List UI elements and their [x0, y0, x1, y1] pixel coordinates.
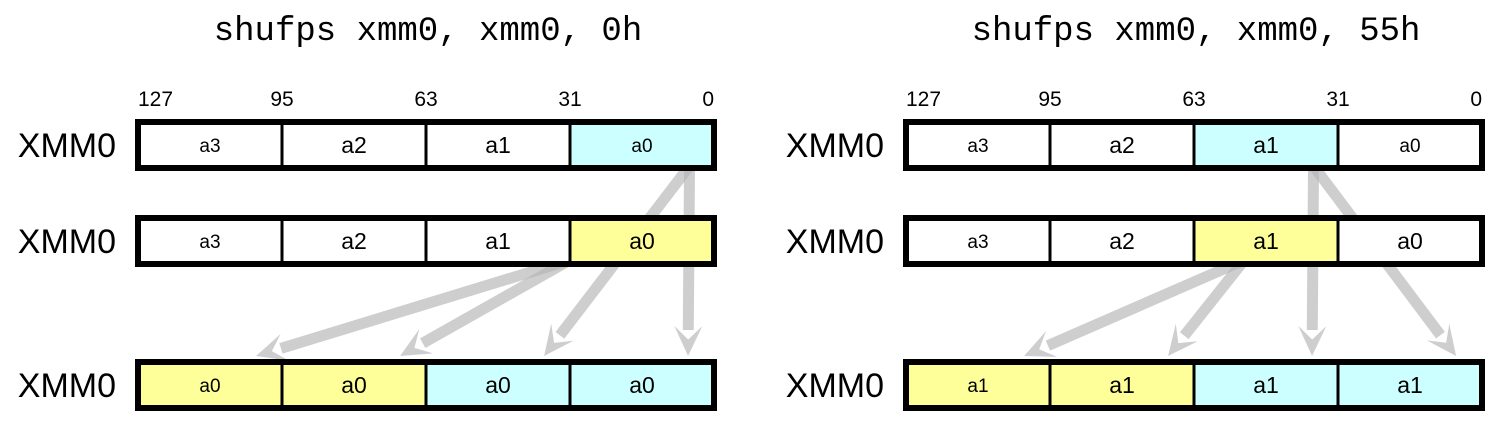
register-cell [1336, 216, 1484, 266]
cell-label: a3 [199, 232, 220, 253]
register-frame [135, 119, 717, 171]
register-name: XMM0 [18, 127, 116, 165]
panel-title: shufps xmm0, xmm0, 55h [972, 13, 1421, 51]
cell-label: a3 [199, 136, 220, 157]
bit-label: 95 [1038, 88, 1061, 111]
arrow-head [1426, 323, 1457, 356]
register-frame [903, 359, 1485, 411]
cell-label: a1 [1397, 372, 1423, 398]
register-name: XMM0 [786, 367, 884, 405]
register-cell [1192, 120, 1340, 170]
register-name: XMM0 [18, 223, 116, 261]
bit-label: 0 [1470, 88, 1482, 111]
bit-label: 31 [1326, 88, 1349, 111]
cell-label: a1 [485, 228, 511, 254]
cell-label: a1 [967, 376, 988, 397]
shuffle-arrow [1179, 256, 1249, 340]
cell-label: a0 [1397, 228, 1423, 254]
arrow-head [1168, 323, 1198, 356]
bit-label: 127 [906, 88, 941, 111]
register-frame [135, 215, 717, 267]
register-name: XMM0 [786, 127, 884, 165]
bit-label: 95 [270, 88, 293, 111]
arrow-head [1024, 331, 1058, 357]
cell-label: a2 [1109, 228, 1135, 254]
register-name: XMM0 [786, 223, 884, 261]
arrow-head [544, 323, 574, 356]
arrow-head [674, 325, 703, 356]
cell-label: a0 [199, 376, 220, 397]
register-name: XMM0 [18, 367, 116, 405]
shuffle-arrow [420, 255, 573, 348]
bit-label: 63 [1182, 88, 1205, 111]
bit-label: 0 [702, 88, 714, 111]
arrow-head [400, 329, 434, 356]
cell-label: a0 [629, 228, 655, 254]
cell-label: a1 [1109, 372, 1135, 398]
register-frame [135, 359, 717, 411]
cell-label: a0 [629, 372, 655, 398]
boxes-layer [135, 119, 1485, 411]
arrow-head [1298, 325, 1327, 356]
register-frame [903, 119, 1485, 171]
register-frame [903, 215, 1485, 267]
cell-label: a0 [485, 372, 511, 398]
arrow-head [256, 333, 289, 361]
cell-label: a2 [341, 132, 367, 158]
shuffle-arrow [279, 254, 572, 354]
register-cell [136, 360, 284, 410]
bit-label: 31 [558, 88, 581, 111]
cell-label: a2 [341, 228, 367, 254]
cell-label: a0 [631, 136, 652, 157]
shuffle-arrow [1045, 254, 1247, 351]
register-cell [1336, 120, 1484, 170]
cell-label: a1 [485, 132, 511, 158]
cell-label: a0 [341, 372, 367, 398]
cell-label: a1 [1253, 132, 1279, 158]
bit-label: 127 [138, 88, 173, 111]
cell-label: a2 [1109, 132, 1135, 158]
cell-label: a0 [1399, 136, 1420, 157]
panel-title: shufps xmm0, xmm0, 0h [214, 13, 642, 51]
bit-label: 63 [414, 88, 437, 111]
cell-label: a3 [967, 232, 988, 253]
cell-label: a1 [1253, 228, 1279, 254]
cell-label: a1 [1253, 372, 1279, 398]
cell-label: a3 [967, 136, 988, 157]
